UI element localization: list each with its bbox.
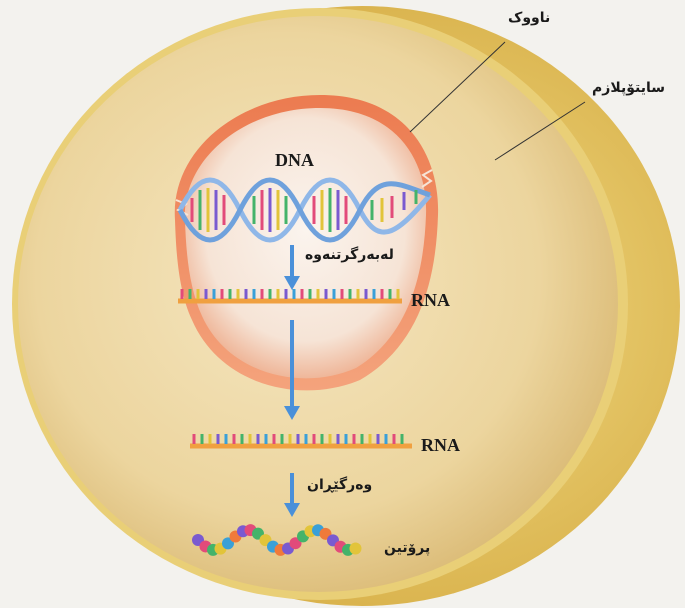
amino-acid-bead [350,542,362,554]
rna-label-nucleus: RNA [411,290,450,311]
transcription-label: لەبەرگرتنەوە [305,247,394,263]
dna-label: DNA [275,150,314,171]
nucleus-label: ناووک [508,10,550,26]
cytoplasm-label: سایتۆپلازم [592,80,665,96]
translation-label: وەرگێڕان [307,477,372,493]
protein-label: پرۆتین [384,540,430,556]
rna-label-cytoplasm: RNA [421,435,460,456]
